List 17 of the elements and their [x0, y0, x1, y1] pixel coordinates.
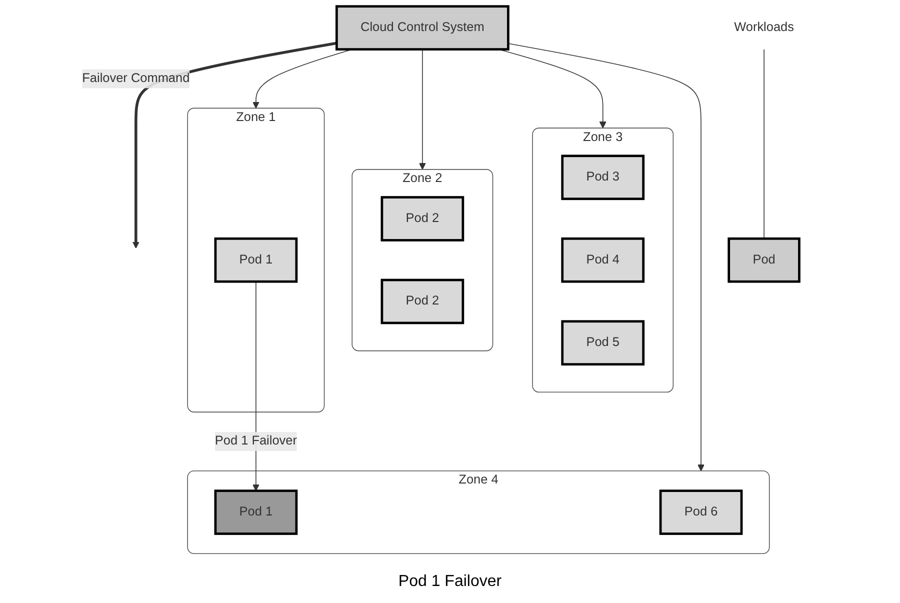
node-box: Pod	[728, 237, 800, 283]
node-text: Workloads	[734, 20, 794, 34]
arrow	[252, 281, 260, 492]
note-label: Pod 1 Failover	[398, 573, 502, 590]
edge-label: Failover Command	[82, 72, 190, 86]
node-box: Pod 5	[561, 320, 645, 366]
node-box: Pod 2	[380, 278, 464, 324]
node-box: Pod 1	[214, 490, 298, 535]
node-box: Pod 4	[561, 237, 645, 283]
arrow	[418, 48, 426, 170]
node-box: Cloud Control System	[335, 5, 510, 51]
edge-label: Pod 1 Failover	[214, 434, 297, 448]
node-box: Pod 6	[659, 490, 743, 535]
node-box: Pod 1	[214, 237, 298, 283]
node-box: Pod 3	[561, 154, 645, 200]
node-box: Pod 2	[380, 196, 464, 242]
arrow	[508, 43, 705, 472]
